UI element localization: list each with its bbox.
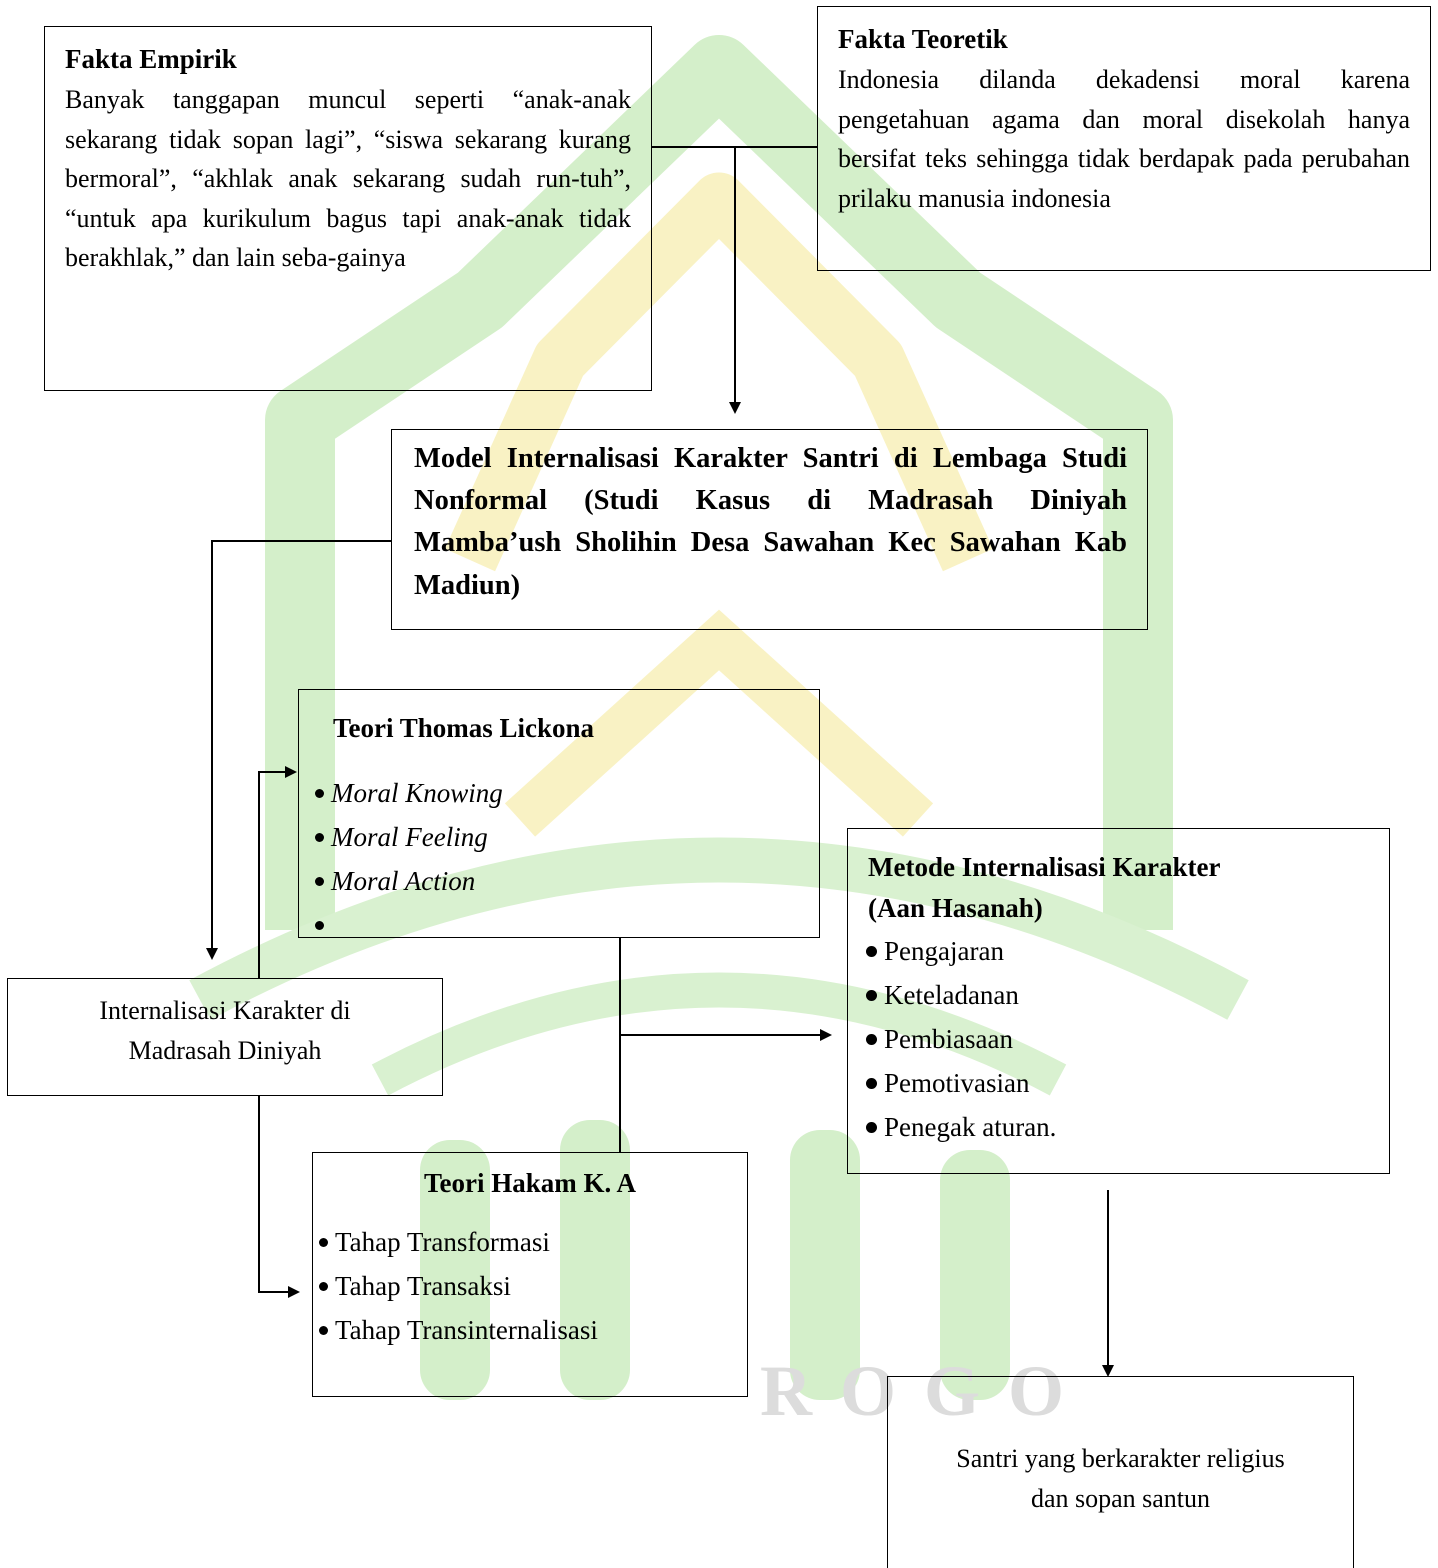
arrow-to-hakam: [258, 1096, 300, 1298]
model-title: Model Internalisasi Karakter Santri di L…: [414, 443, 1127, 601]
metode-title-line2: (Aan Hasanah): [868, 893, 1043, 924]
list-item: Tahap Transinternalisasi: [317, 1308, 743, 1352]
list-item: Penegak aturan.: [864, 1105, 1369, 1149]
list-item: Keteladanan: [864, 973, 1369, 1017]
santri-line2: dan sopan santun: [1030, 1483, 1211, 1513]
metode-title-line1: Metode Internalisasi Karakter: [868, 852, 1221, 882]
hakam-list: Tahap Transformasi Tahap Transaksi Tahap…: [317, 1220, 743, 1352]
internalisasi-line1: Internalisasi Karakter di: [99, 996, 351, 1025]
watermark-text: ROGO: [760, 1351, 1092, 1431]
list-item: Pembiasaan: [864, 1017, 1369, 1061]
santri-line1: Santri yang berkarakter religius: [956, 1444, 1285, 1473]
arrow-to-lickona: [258, 766, 297, 978]
internalisasi-line2: Madrasah Diniyah: [128, 1035, 322, 1065]
fakta-teoretik-text: Indonesia dilanda dekadensi moral karena…: [838, 65, 1410, 213]
metode-list: Pengajaran Keteladanan Pembiasaan Pemoti…: [864, 929, 1369, 1149]
santri-box: Santri yang berkarakter religius dan sop…: [887, 1376, 1354, 1568]
lickona-list: Moral Knowing Moral Feeling Moral Action: [313, 771, 805, 931]
list-item: Tahap Transaksi: [317, 1264, 743, 1308]
list-item: Moral Knowing: [313, 771, 805, 815]
list-item: Moral Action: [313, 859, 805, 903]
list-item: [313, 903, 805, 931]
metode-box: Metode Internalisasi Karakter (Aan Hasan…: [847, 828, 1390, 1174]
fakta-empirik-box: Fakta Empirik Banyak tanggapan muncul se…: [44, 26, 652, 391]
internalisasi-box: Internalisasi Karakter di Madrasah Diniy…: [7, 978, 443, 1096]
fakta-teoretik-box: Fakta Teoretik Indonesia dilanda dekaden…: [817, 6, 1431, 271]
list-item: Tahap Transformasi: [317, 1220, 743, 1264]
hakam-box: Teori Hakam K. A Tahap Transformasi Taha…: [312, 1152, 748, 1397]
hakam-title: Teori Hakam K. A: [423, 1168, 637, 1198]
lickona-title: Teori Thomas Lickona: [333, 713, 595, 743]
arrow-model-to-internalisasi: [206, 540, 391, 960]
model-box: Model Internalisasi Karakter Santri di L…: [391, 429, 1148, 630]
list-item: Pemotivasian: [864, 1061, 1369, 1105]
fakta-empirik-text: Banyak tanggapan muncul seperti “anak-an…: [65, 85, 631, 273]
list-item: Pengajaran: [864, 929, 1369, 973]
fakta-teoretik-title: Fakta Teoretik: [838, 24, 1008, 54]
list-item: Moral Feeling: [313, 815, 805, 859]
fakta-empirik-title: Fakta Empirik: [65, 44, 237, 74]
lickona-box: Teori Thomas Lickona Moral Knowing Moral…: [298, 689, 820, 938]
